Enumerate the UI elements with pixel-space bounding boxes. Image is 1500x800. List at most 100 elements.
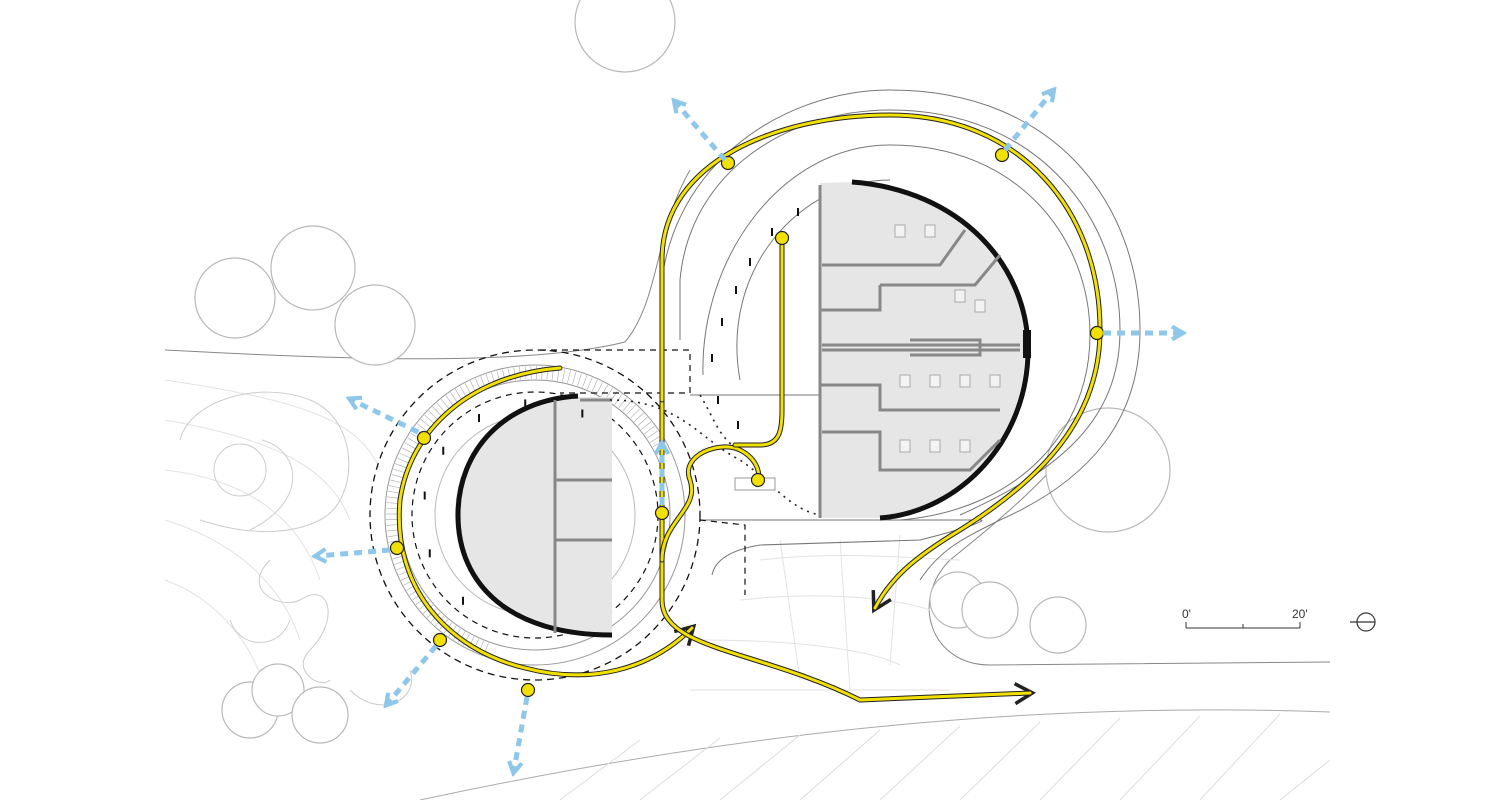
stair-tread xyxy=(582,375,588,388)
scale-end-label: 20' xyxy=(1292,607,1308,621)
left-pavilion-rings xyxy=(369,349,746,681)
seating-markers xyxy=(423,208,799,605)
tree xyxy=(1029,596,1087,654)
right-building-door xyxy=(1023,330,1031,358)
node xyxy=(432,632,448,648)
road-edge xyxy=(419,709,1331,800)
seat-marker xyxy=(524,399,527,408)
north-arrow-icon xyxy=(1350,612,1376,632)
node xyxy=(774,230,790,246)
arrow-southwest xyxy=(388,644,438,703)
tree xyxy=(574,0,676,73)
stair-tread xyxy=(572,371,577,385)
right-building-fixtures xyxy=(894,224,1001,453)
seat-marker xyxy=(797,208,799,216)
stair-tread xyxy=(450,392,459,404)
tree xyxy=(291,686,349,744)
dispersal-arrows xyxy=(318,92,1180,770)
scale-bar xyxy=(1185,622,1301,629)
node xyxy=(1089,325,1105,341)
stair-tread xyxy=(417,423,428,432)
seat-marker xyxy=(771,228,773,236)
arrow-northwest-left xyxy=(352,400,420,435)
stair-tread xyxy=(424,414,435,424)
paving-hatch xyxy=(559,713,1331,800)
stair-tread xyxy=(567,370,571,383)
seat-marker xyxy=(581,409,584,418)
stair-tread xyxy=(637,417,648,427)
arrow-northeast-top xyxy=(1003,92,1052,152)
stair-tread xyxy=(420,418,432,428)
stair-tread xyxy=(618,397,627,409)
stair-tread xyxy=(647,430,659,439)
stair-tread xyxy=(649,435,662,443)
node xyxy=(750,472,766,488)
garden-shapes xyxy=(179,391,413,706)
left-building-floor xyxy=(455,397,612,634)
seat-marker xyxy=(462,596,465,605)
stair-tread xyxy=(459,386,467,398)
left-building-partitions xyxy=(553,398,612,633)
node xyxy=(416,430,432,446)
tree xyxy=(251,663,305,717)
arrow-west xyxy=(318,550,391,556)
building-outline xyxy=(659,89,1141,581)
left-building-curved-wall xyxy=(455,393,613,638)
stair-tread xyxy=(399,452,412,459)
seat-marker xyxy=(428,549,431,558)
stair-tread xyxy=(395,463,408,469)
seat-marker xyxy=(711,354,713,362)
tree xyxy=(194,257,276,339)
node xyxy=(994,147,1010,163)
stair-tread xyxy=(644,425,655,435)
stair-tread xyxy=(436,402,446,413)
tree xyxy=(961,581,1019,639)
stair-tread xyxy=(601,384,608,397)
left-building xyxy=(455,393,613,638)
stair-tread xyxy=(630,408,640,419)
lobby-dotted-arc-left xyxy=(699,394,741,451)
stair-tread xyxy=(401,447,414,454)
seat-marker xyxy=(721,318,723,326)
seat-marker xyxy=(735,286,737,294)
right-building-partitions xyxy=(818,185,1020,518)
seat-marker xyxy=(737,421,739,429)
stair-tread xyxy=(640,421,652,431)
seat-marker xyxy=(478,414,480,423)
stair-tread xyxy=(454,389,463,401)
stair-tread xyxy=(391,474,405,479)
tree xyxy=(1045,407,1171,533)
lawn-grid xyxy=(164,379,961,711)
tree xyxy=(334,284,416,366)
stair-tread xyxy=(432,406,442,417)
stair-tread xyxy=(407,437,419,445)
seat-marker xyxy=(423,491,426,500)
node xyxy=(654,505,670,521)
circulation-path xyxy=(396,112,1103,706)
seat-marker xyxy=(717,396,719,404)
stair-tread xyxy=(387,490,401,494)
stair-tread xyxy=(626,404,636,415)
scale-start-label: 0' xyxy=(1182,607,1191,621)
node xyxy=(520,682,536,698)
stair-tread xyxy=(404,442,417,450)
seat-marker xyxy=(442,446,445,455)
stair-tread xyxy=(586,377,593,390)
trees xyxy=(194,0,1171,744)
stair-tread xyxy=(428,410,439,421)
stair-tread xyxy=(440,399,450,410)
stair-tread xyxy=(390,479,403,484)
stair-tread xyxy=(591,379,598,392)
tree xyxy=(270,225,356,311)
stair-tread xyxy=(633,412,644,423)
stair-tread xyxy=(596,382,603,394)
stair-tread xyxy=(397,457,410,464)
stair-tread xyxy=(393,468,406,474)
stair-tread xyxy=(622,401,632,412)
arrow-northwest-top xyxy=(676,103,727,162)
lobby-dotted-arc xyxy=(609,399,821,516)
seat-marker xyxy=(749,258,751,266)
arrow-south xyxy=(514,696,530,770)
landscape-linework xyxy=(164,169,1331,800)
stair-tread xyxy=(562,368,566,382)
